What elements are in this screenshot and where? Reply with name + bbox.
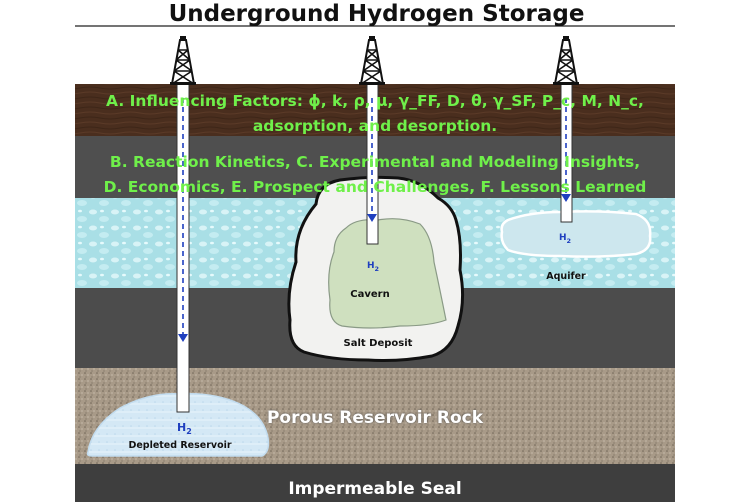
h2-label-depleted: H2 xyxy=(177,421,192,436)
derrick-right xyxy=(553,36,579,85)
diagram-title: Underground Hydrogen Storage xyxy=(168,1,585,27)
depleted-reservoir-label: Depleted Reservoir xyxy=(128,440,231,451)
cavern xyxy=(328,218,447,329)
h2-label-cavern: H2 xyxy=(367,261,379,273)
cavern-label: Cavern xyxy=(350,289,389,300)
flow-arrowhead-right xyxy=(561,194,571,202)
influencing-factors-line-2: adsorption, and desorption. xyxy=(252,117,498,135)
impermeable-seal-label: Impermeable Seal xyxy=(288,479,462,499)
influencing-factors-line-1: A. Influencing Factors: ϕ, k, ρ, μ, γ_FF… xyxy=(106,92,644,110)
topics-text: B. Reaction Kinetics, C. Experimental an… xyxy=(75,150,675,200)
derrick-middle xyxy=(359,36,385,85)
derrick-left xyxy=(170,36,196,85)
depleted-reservoir xyxy=(86,392,270,457)
topics-line-2: D. Economics, E. Prospect and Challenges… xyxy=(103,178,647,196)
aquifer-label: Aquifer xyxy=(546,271,586,282)
salt-deposit-label: Salt Deposit xyxy=(344,338,413,349)
influencing-factors-text: A. Influencing Factors: ϕ, k, ρ, μ, γ_FF… xyxy=(75,89,675,139)
topics-line-1: B. Reaction Kinetics, C. Experimental an… xyxy=(109,153,641,171)
flow-arrowhead-middle xyxy=(367,214,377,222)
impermeable-seal-layer xyxy=(75,464,675,502)
flow-arrowhead-left xyxy=(178,334,188,342)
aquifer-lens xyxy=(500,210,652,258)
porous-rock-label: Porous Reservoir Rock xyxy=(266,408,484,428)
h2-label-aquifer: H2 xyxy=(559,233,571,245)
